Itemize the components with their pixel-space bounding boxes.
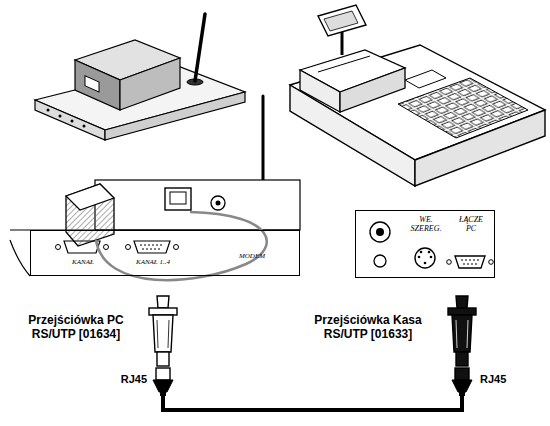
rj45-plug-outline (151, 368, 175, 396)
base-plate-front (35, 100, 105, 140)
modem-cable (96, 212, 267, 280)
din-pin (430, 256, 433, 259)
panel-raised (95, 180, 300, 230)
modem-side (120, 58, 180, 110)
db9-socket (134, 241, 170, 253)
led (83, 125, 86, 128)
display-screen (324, 11, 358, 31)
modem-rear-panel: KANAŁ KANAŁ 1..4 MODEM (30, 230, 300, 276)
pc-adapter: Przejściówka PC RS/UTP [01634] (148, 296, 178, 366)
din-pin (424, 262, 427, 265)
register-adapter: Przejściówka Kasa RS/UTP [01633] (447, 296, 477, 366)
adapter-body (452, 315, 472, 352)
plug-body (455, 368, 469, 380)
port-label: ŁĄCZE PC (453, 215, 489, 233)
pins (142, 249, 162, 250)
adapter-socket (157, 352, 169, 366)
antenna-socket (211, 196, 225, 210)
screw (126, 245, 131, 250)
db9-connector (157, 296, 169, 308)
rj45-port-inner (170, 192, 186, 204)
connector-label: RJ45 (111, 373, 147, 386)
led (71, 120, 74, 123)
pc-adapter-outline (148, 296, 178, 366)
register-adapter-outline (447, 296, 477, 366)
din-pin (420, 251, 423, 254)
port-label: WE. SZEREG. (406, 215, 446, 233)
adapter-flange (149, 308, 177, 315)
adapter-ridge (467, 320, 468, 348)
display-pole (341, 30, 344, 55)
power-socket-pin (376, 228, 384, 236)
adapter-ridge (157, 320, 158, 348)
rj45-plug: RJ45 (151, 368, 175, 396)
db9-connector (456, 296, 468, 308)
panel-curve (10, 240, 30, 276)
printer-side (340, 68, 405, 112)
antenna (195, 14, 205, 81)
db9-socket (455, 256, 485, 268)
rj45-port (165, 188, 191, 210)
rj45-plug: RJ45 (450, 368, 474, 396)
port-label: MODEM (227, 252, 277, 260)
db9-plug (66, 184, 114, 246)
led (59, 115, 62, 118)
adapter-ridge (168, 320, 169, 348)
plug-boot (153, 380, 173, 392)
power-socket (370, 222, 390, 242)
screw (56, 245, 61, 250)
adapter-ridge (456, 320, 457, 348)
port-label: KANAŁ (58, 258, 108, 266)
screw (489, 260, 494, 265)
customer-display (318, 5, 366, 36)
adapter-body (153, 315, 173, 352)
pins (140, 245, 164, 246)
din-pin (418, 256, 421, 259)
led (47, 109, 50, 112)
utp-cable (163, 396, 462, 410)
screw (104, 245, 109, 250)
plug-tail (160, 392, 166, 396)
din-pin (428, 251, 431, 254)
adapter-socket (456, 352, 468, 366)
plug-boot (452, 380, 472, 392)
operator-display (405, 70, 446, 88)
plug-body (156, 368, 170, 380)
adapter-flange (448, 308, 476, 315)
adapter-label: Przejściówka Kasa RS/UTP [01633] (297, 314, 439, 342)
plug-tail (459, 392, 465, 396)
adapter-label: Przejściówka PC RS/UTP [01634] (12, 314, 140, 342)
port-label: KANAŁ 1..4 (123, 258, 183, 266)
screw (174, 245, 179, 250)
sim-slot (85, 76, 99, 92)
pins (461, 260, 479, 261)
register-rear-panel: WE. SZEREG. ŁĄCZE PC (355, 210, 495, 278)
rj45-plug-outline (450, 368, 474, 396)
connector-label: RJ45 (480, 373, 520, 386)
pins (463, 264, 477, 265)
modem-front (75, 60, 120, 110)
antenna-socket-pin (216, 201, 221, 206)
screw (447, 260, 452, 265)
paper-slot (318, 56, 370, 72)
din-socket (415, 248, 435, 268)
db9-plug-top (66, 184, 114, 210)
round-socket (374, 255, 386, 267)
printer-front (300, 70, 340, 112)
